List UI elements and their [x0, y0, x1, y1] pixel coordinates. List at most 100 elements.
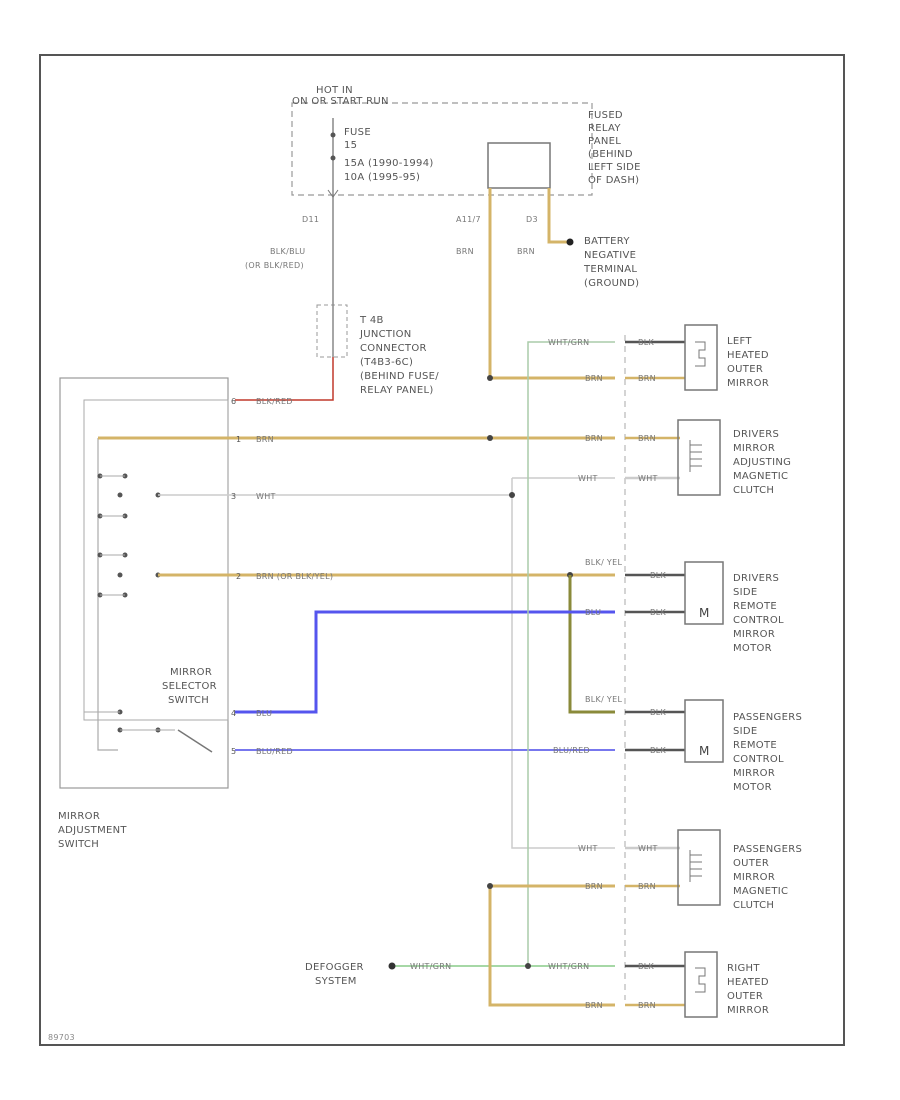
mirror-adjustment-inner-box: [83, 399, 229, 721]
svg-text:(OR BLK/RED): (OR BLK/RED): [245, 261, 304, 270]
svg-text:(T4B3-6C): (T4B3-6C): [360, 357, 413, 368]
svg-text:REMOTE: REMOTE: [733, 740, 777, 751]
wire-label-brn-relay: BRN: [456, 247, 474, 256]
pin-1: 1: [236, 435, 241, 444]
svg-text:DRIVERS: DRIVERS: [733, 573, 779, 584]
svg-text:SELECTOR: SELECTOR: [162, 681, 217, 692]
right-mirror-box: [684, 951, 718, 1018]
pin-6: 6: [231, 397, 236, 406]
svg-text:15: 15: [344, 140, 357, 151]
wire-label-blk-left-mirror: BLK: [638, 338, 655, 347]
svg-text:HEATED: HEATED: [727, 350, 769, 361]
wire-label-brn-drv-clutch-b: BRN: [638, 434, 656, 443]
fused-relay-label: FUSED RELAY PANEL (BEHIND LEFT SIDE OF D…: [588, 110, 641, 186]
wire-label-wht-grn-top: WHT/GRN: [548, 338, 589, 347]
splice-brn-top: [487, 435, 493, 441]
wire-label-wht-drv-clutch-b: WHT: [638, 474, 658, 483]
drivers-motor-label: DRIVERS SIDE REMOTE CONTROL MIRROR MOTOR: [733, 573, 784, 654]
svg-text:MIRROR: MIRROR: [733, 768, 775, 779]
wire-label-a11: A11/7: [456, 215, 481, 224]
svg-text:OUTER: OUTER: [733, 858, 769, 869]
pin-3: 3: [231, 492, 236, 501]
wire-label-blk-right-mirror: BLK: [638, 962, 655, 971]
svg-text:PANEL: PANEL: [588, 136, 621, 147]
wire-label-d11: D11: [302, 215, 319, 224]
svg-text:CONTROL: CONTROL: [733, 615, 784, 626]
drivers-clutch-coil-icon: [689, 440, 702, 472]
svg-text:CLUTCH: CLUTCH: [733, 485, 774, 496]
svg-text:15A (1990-1994): 15A (1990-1994): [344, 158, 434, 169]
svg-text:MIRROR: MIRROR: [727, 1005, 769, 1016]
splice-left-mirror: [487, 375, 493, 381]
pass-motor-icon: M: [699, 744, 710, 758]
wire-label-wht: WHT: [256, 492, 276, 501]
fuse-terminal-top: [330, 132, 336, 138]
svg-text:CONNECTOR: CONNECTOR: [360, 343, 427, 354]
svg-text:SIDE: SIDE: [733, 587, 758, 598]
wire-label-brn-left-mirror-a: BRN: [585, 374, 603, 383]
svg-text:MIRROR: MIRROR: [170, 667, 212, 678]
svg-text:RELAY: RELAY: [588, 123, 621, 134]
wire-label-blk-drv-motor-a: BLK: [650, 571, 667, 580]
svg-text:ADJUSTMENT: ADJUSTMENT: [58, 825, 127, 836]
switch-contacts: [97, 473, 161, 733]
svg-text:DEFOGGER: DEFOGGER: [305, 962, 364, 973]
wire-label-blk-drv-motor-b: BLK: [650, 608, 667, 617]
defogger-label: DEFOGGER SYSTEM: [305, 962, 364, 987]
right-mirror-heater-icon: [695, 967, 706, 993]
wire-label-brn-pass-clutch-a: BRN: [585, 882, 603, 891]
svg-text:LEFT SIDE: LEFT SIDE: [588, 162, 641, 173]
pass-motor-box: [684, 699, 724, 763]
splice-brn-bottom: [487, 883, 493, 889]
svg-text:ADJUSTING: ADJUSTING: [733, 457, 791, 468]
svg-text:OUTER: OUTER: [727, 364, 763, 375]
svg-text:PASSENGERS: PASSENGERS: [733, 712, 802, 723]
svg-text:DRIVERS: DRIVERS: [733, 429, 779, 440]
wire-label-blk-pass-motor-a: BLK: [650, 708, 667, 717]
battery-ground-symbol: [566, 238, 574, 246]
svg-text:MAGNETIC: MAGNETIC: [733, 886, 788, 897]
svg-text:REMOTE: REMOTE: [733, 601, 777, 612]
wire-blk-red-alt-label: BLK/BLU (OR BLK/RED): [245, 247, 305, 270]
junction-label: T 4B JUNCTION CONNECTOR (T4B3-6C) (BEHIN…: [359, 315, 439, 396]
svg-text:HEATED: HEATED: [727, 977, 769, 988]
relay-box: [487, 142, 551, 189]
wire-blk-yel-branch: [568, 575, 615, 714]
svg-text:MAGNETIC: MAGNETIC: [733, 471, 788, 482]
pass-clutch-coil-icon: [689, 850, 702, 882]
fuse-terminal-bottom: [330, 155, 336, 161]
splice-wht-grn: [525, 963, 531, 969]
svg-text:MOTOR: MOTOR: [733, 643, 772, 654]
svg-text:SYSTEM: SYSTEM: [315, 976, 357, 987]
wire-wht-loop: [511, 478, 615, 849]
right-mirror-label: RIGHT HEATED OUTER MIRROR: [727, 963, 769, 1016]
svg-text:ON OR START RUN: ON OR START RUN: [292, 96, 389, 107]
svg-text:SIDE: SIDE: [733, 726, 758, 737]
drivers-clutch-label: DRIVERS MIRROR ADJUSTING MAGNETIC CLUTCH: [733, 429, 791, 496]
svg-text:CLUTCH: CLUTCH: [733, 900, 774, 911]
svg-text:SWITCH: SWITCH: [58, 839, 99, 850]
svg-text:PASSENGERS: PASSENGERS: [733, 844, 802, 855]
pass-clutch-label: PASSENGERS OUTER MIRROR MAGNETIC CLUTCH: [733, 844, 802, 911]
wire-label-blu-drv-motor: BLU: [585, 608, 601, 617]
svg-text:BATTERY: BATTERY: [584, 236, 630, 247]
hot-in-label: HOT IN ON OR START RUN: [292, 85, 389, 107]
junction-connector-box: [316, 304, 348, 358]
svg-text:10A (1995-95): 10A (1995-95): [344, 172, 420, 183]
svg-text:LEFT: LEFT: [727, 336, 752, 347]
wire-label-blk-pass-motor-b: BLK: [650, 746, 667, 755]
switch-internal-bus: [97, 438, 118, 751]
svg-text:MIRROR: MIRROR: [733, 872, 775, 883]
wire-blu: [235, 610, 615, 714]
svg-text:CONTROL: CONTROL: [733, 754, 784, 765]
wire-label-wht-pass-clutch-b: WHT: [638, 844, 658, 853]
svg-text:JUNCTION: JUNCTION: [359, 329, 412, 340]
svg-text:(GROUND): (GROUND): [584, 278, 639, 289]
adjustment-switch-label: MIRROR ADJUSTMENT SWITCH: [58, 811, 127, 850]
svg-text:SWITCH: SWITCH: [168, 695, 209, 706]
wire-label-brn-right-mirror-a: BRN: [585, 1001, 603, 1010]
wire-label-blk-red: BLK/RED: [256, 397, 293, 406]
splice-wht: [509, 492, 515, 498]
wire-label-blu-red: BLU/RED: [256, 747, 293, 756]
